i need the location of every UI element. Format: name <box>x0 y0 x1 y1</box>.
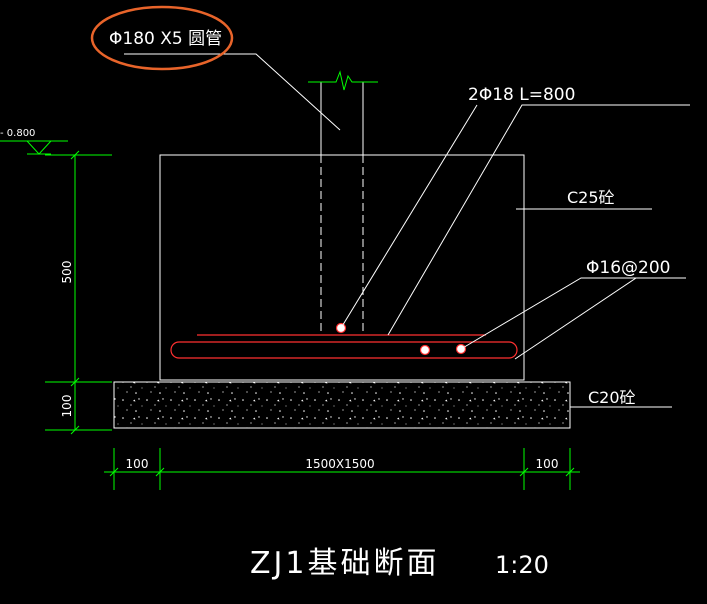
elevation-label: - 0.800 <box>0 128 35 139</box>
vertical-dimension <box>45 150 112 435</box>
dimension-label-left: 100 <box>126 457 149 471</box>
concrete-c25-label: C25砼 <box>567 188 615 207</box>
stirrup-hoop <box>170 341 518 359</box>
base-slab-c20 <box>113 381 571 429</box>
dimension-label-middle: 1500X1500 <box>305 457 374 471</box>
concrete-c20-label: C20砼 <box>588 388 636 407</box>
dimension-label-right: 100 <box>536 457 559 471</box>
pipe-label: Φ180 X5 圆管 <box>109 29 222 49</box>
rebar-dot <box>419 344 431 356</box>
dimension-label-500: 500 <box>60 261 74 284</box>
concrete-block-c25 <box>159 154 525 381</box>
horizontal-dimension <box>104 448 580 490</box>
break-line-icon <box>308 70 378 91</box>
leader-lines <box>124 53 690 408</box>
pipe-column <box>308 70 378 335</box>
drawing-scale: 1:20 <box>495 551 549 579</box>
drawing-title: ZJ1基础断面 <box>250 546 440 581</box>
rebar-top-label: 2Φ18 L=800 <box>468 85 575 105</box>
elevation-marker <box>0 140 68 155</box>
rebar-group <box>170 322 518 359</box>
dimension-label-100-vertical: 100 <box>60 395 74 418</box>
highlight-ellipse <box>90 5 234 71</box>
rebar-bottom-label: Φ16@200 <box>586 258 670 278</box>
